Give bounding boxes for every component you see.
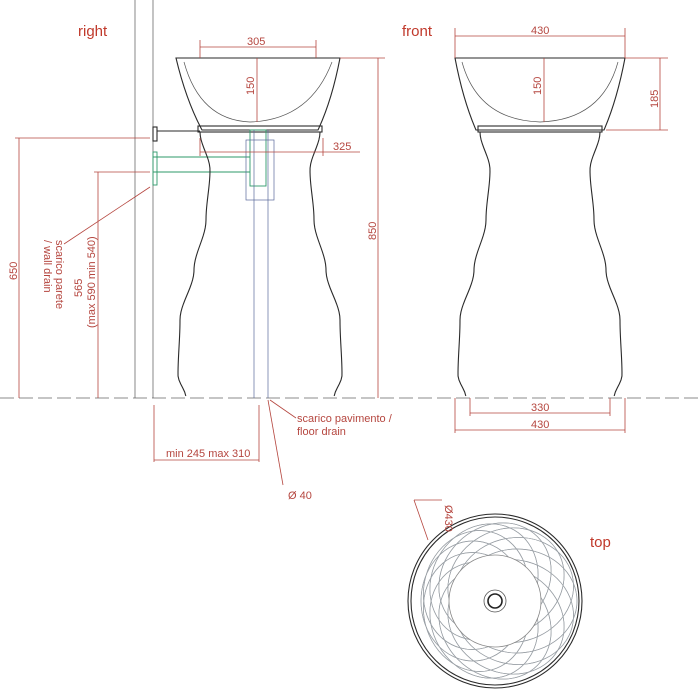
basin-inner: [461, 61, 619, 123]
dim-basin-width: 305: [247, 36, 265, 48]
dim-drain-diameter: Ø 40: [288, 490, 312, 502]
dim-max-width: 430: [531, 419, 549, 431]
dim-basin-depth: 150: [245, 77, 257, 95]
front-view: 430 150 185 330 430: [454, 25, 668, 433]
leader-floor-drain: [269, 399, 297, 419]
dim-drain-height: 565: [73, 279, 85, 297]
lattice-body-front: [457, 131, 623, 397]
dim-wall-offset: 325: [333, 141, 351, 153]
view-title-right: right: [78, 23, 108, 40]
right-view: 305 150 325 850 650 565 (max 590 min 540…: [8, 0, 393, 502]
dim-base-width: 330: [531, 402, 549, 414]
leader-wall-drain: [63, 186, 151, 245]
dim-top-diameter: Ø430: [442, 505, 454, 532]
basin-front: [454, 57, 626, 131]
lattice-body-right: [177, 131, 343, 397]
dim-drain-height-range: (max 590 min 540): [86, 236, 98, 328]
top-view: Ø430: [407, 499, 583, 689]
dim-total-height: 850: [367, 222, 379, 240]
leader-top-diameter: [413, 499, 429, 541]
dim-floor-drain-offset: min 245 max 310: [166, 448, 250, 460]
floor-drain-label: scarico pavimento /: [297, 413, 393, 425]
basin-side: [175, 57, 341, 131]
dim-rim-height: 185: [649, 90, 661, 108]
basin-rim: [197, 125, 323, 133]
view-title-top: top: [590, 534, 611, 551]
drain-hole-icon: [483, 589, 507, 613]
wall-bracket: [152, 126, 158, 142]
body-outline: [457, 131, 623, 397]
wall-drain-label-2: / wall drain: [41, 240, 53, 293]
basin-inner: [183, 61, 333, 123]
dim-wall-drain-height: 650: [8, 262, 20, 280]
view-title-front: front: [402, 23, 433, 40]
body-outline: [177, 131, 343, 397]
top-outline: [407, 513, 583, 689]
wall-drain-label: scarico parete: [53, 240, 65, 309]
floor-drain-label-2: floor drain: [297, 426, 346, 438]
dim-front-basin-depth: 150: [532, 77, 544, 95]
leader-drain-diameter: [267, 399, 284, 486]
dim-front-basin-width: 430: [531, 25, 549, 37]
